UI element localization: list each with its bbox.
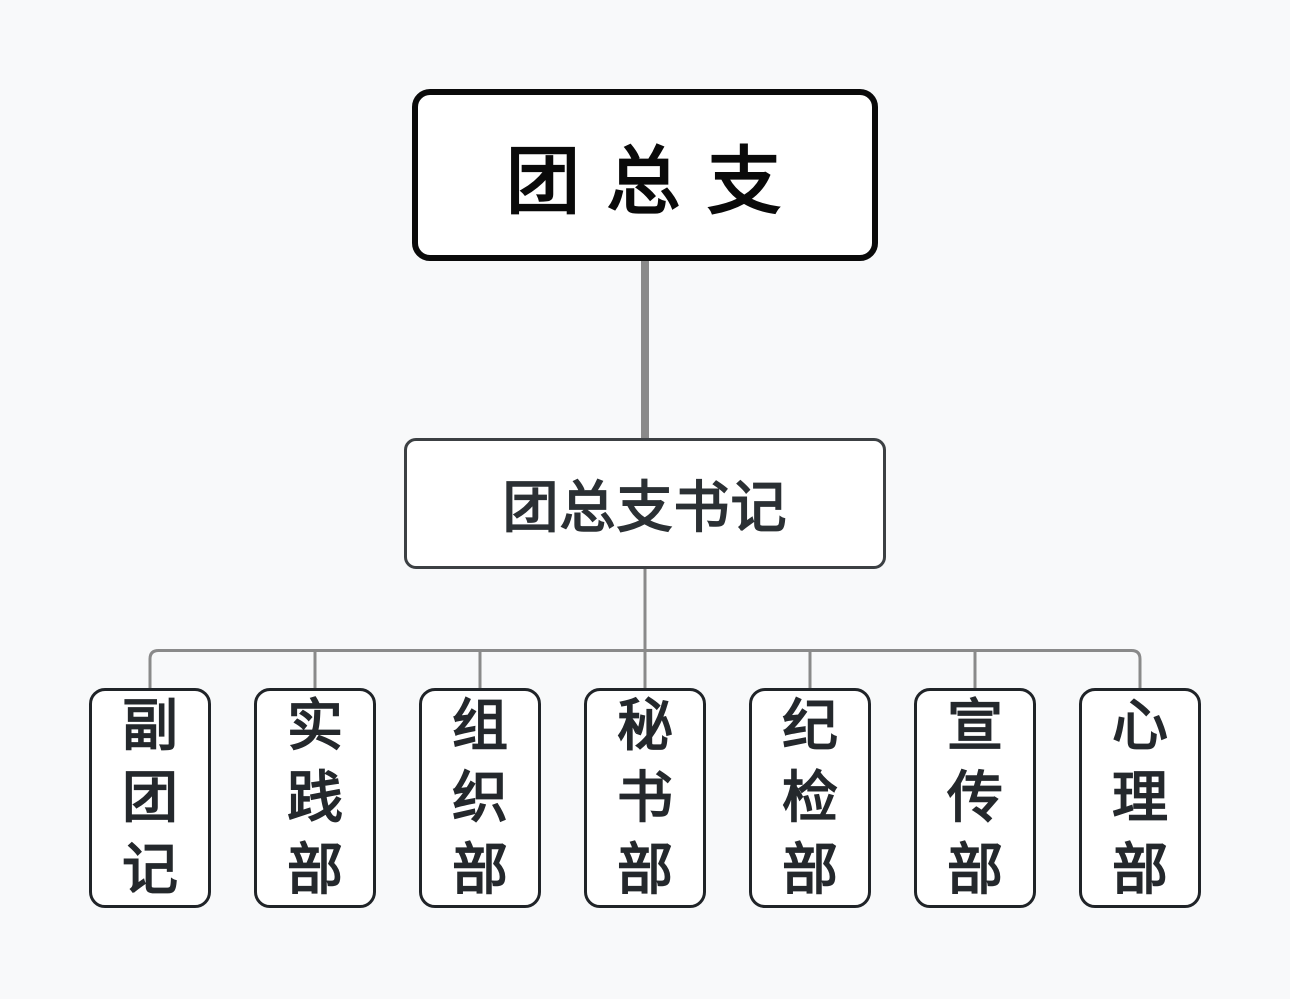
node-department-label: 纪检部 xyxy=(782,694,838,901)
node-department-discipline: 纪检部 xyxy=(749,688,871,908)
node-department-publicity: 宣传部 xyxy=(914,688,1036,908)
department-row: 副团记 实践部 组织部 秘书部 纪检部 宣传部 心理部 xyxy=(0,688,1290,908)
branch-line xyxy=(148,649,1142,688)
node-secretary: 团总支书记 xyxy=(404,438,886,569)
node-department-vice-secretary: 副团记 xyxy=(89,688,211,908)
node-secretary-label: 团总支书记 xyxy=(502,476,788,539)
node-department-psychology: 心理部 xyxy=(1079,688,1201,908)
node-root: 团 总 支 xyxy=(412,89,878,261)
node-department-label: 宣传部 xyxy=(947,694,1003,901)
node-root-label: 团 总 支 xyxy=(505,139,785,223)
node-department-label: 秘书部 xyxy=(617,694,673,901)
branch-stub-lines xyxy=(313,650,977,688)
node-department-label: 实践部 xyxy=(287,694,343,901)
trunk-line xyxy=(641,257,649,442)
node-department-practice: 实践部 xyxy=(254,688,376,908)
node-department-label: 心理部 xyxy=(1112,694,1168,901)
node-department-secretariat: 秘书部 xyxy=(584,688,706,908)
node-department-label: 组织部 xyxy=(452,694,508,901)
node-department-label: 副团记 xyxy=(122,694,178,901)
node-department-organization: 组织部 xyxy=(419,688,541,908)
